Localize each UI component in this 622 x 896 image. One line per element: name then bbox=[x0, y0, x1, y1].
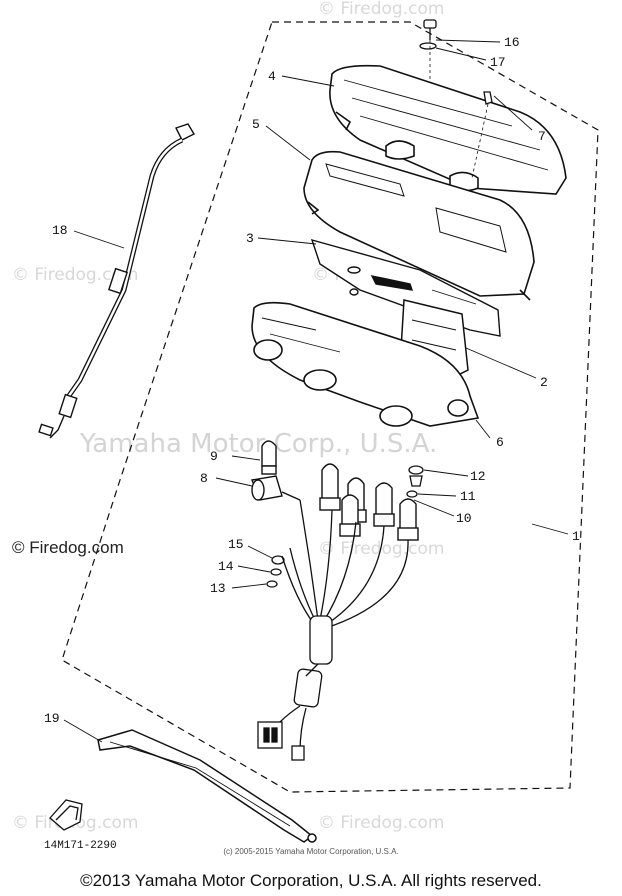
callout-11: 11 bbox=[460, 489, 476, 504]
part-code: 14M171-2290 bbox=[44, 840, 117, 852]
callout-17: 17 bbox=[490, 55, 506, 70]
callout-13: 13 bbox=[210, 581, 226, 596]
gauge-housing-5 bbox=[303, 150, 535, 301]
callout-2: 2 bbox=[540, 375, 548, 390]
socket-8 bbox=[251, 475, 301, 501]
clip-part bbox=[49, 799, 83, 831]
callout-8: 8 bbox=[200, 471, 208, 486]
bracket-19 bbox=[97, 729, 317, 843]
screw-7 bbox=[471, 91, 493, 179]
top-cover-4 bbox=[329, 64, 567, 195]
screw-16 bbox=[419, 19, 437, 50]
small-copyright: (c) 2005-2015 Yamaha Motor Corporation, … bbox=[223, 847, 399, 856]
bulb-9 bbox=[261, 440, 277, 475]
callout-18: 18 bbox=[52, 223, 68, 238]
callout-1: 1 bbox=[572, 529, 580, 544]
watermark-center: Yamaha Motor Corp., U.S.A. bbox=[79, 429, 437, 459]
callout-15: 15 bbox=[228, 537, 244, 552]
callout-10: 10 bbox=[456, 511, 472, 526]
bulb-sockets bbox=[319, 463, 419, 541]
callout-12: 12 bbox=[470, 469, 486, 484]
firedog-label: © Firedog.com bbox=[12, 538, 124, 557]
watermark-left: © Firedog.com bbox=[12, 265, 138, 285]
watermark-top: © Firedog.com bbox=[318, 0, 444, 19]
wiring-harness bbox=[257, 499, 409, 761]
callout-9: 9 bbox=[210, 449, 218, 464]
callout-6: 6 bbox=[496, 435, 504, 450]
callout-4: 4 bbox=[268, 69, 276, 84]
callout-labels: 16 17 4 7 5 18 3 2 6 9 12 8 11 10 1 15 1… bbox=[44, 35, 580, 726]
callout-3: 3 bbox=[246, 231, 254, 246]
parts-13-15 bbox=[266, 555, 285, 588]
callout-7: 7 bbox=[538, 129, 546, 144]
leader-lines bbox=[63, 39, 569, 743]
lower-case-6 bbox=[251, 301, 480, 427]
callout-14: 14 bbox=[218, 559, 234, 574]
callout-5: 5 bbox=[252, 117, 260, 132]
footer-copyright: ©2013 Yamaha Motor Corporation, U.S.A. A… bbox=[80, 871, 542, 890]
callout-16: 16 bbox=[504, 35, 520, 50]
callout-19: 19 bbox=[44, 711, 60, 726]
parts-diagram: © Firedog.com © Firedog.com © Firedog.co… bbox=[12, 0, 599, 852]
parts-10-12 bbox=[406, 465, 424, 498]
speedometer-cable-18 bbox=[38, 123, 195, 439]
watermark-bottom-right: © Firedog.com bbox=[318, 813, 444, 833]
